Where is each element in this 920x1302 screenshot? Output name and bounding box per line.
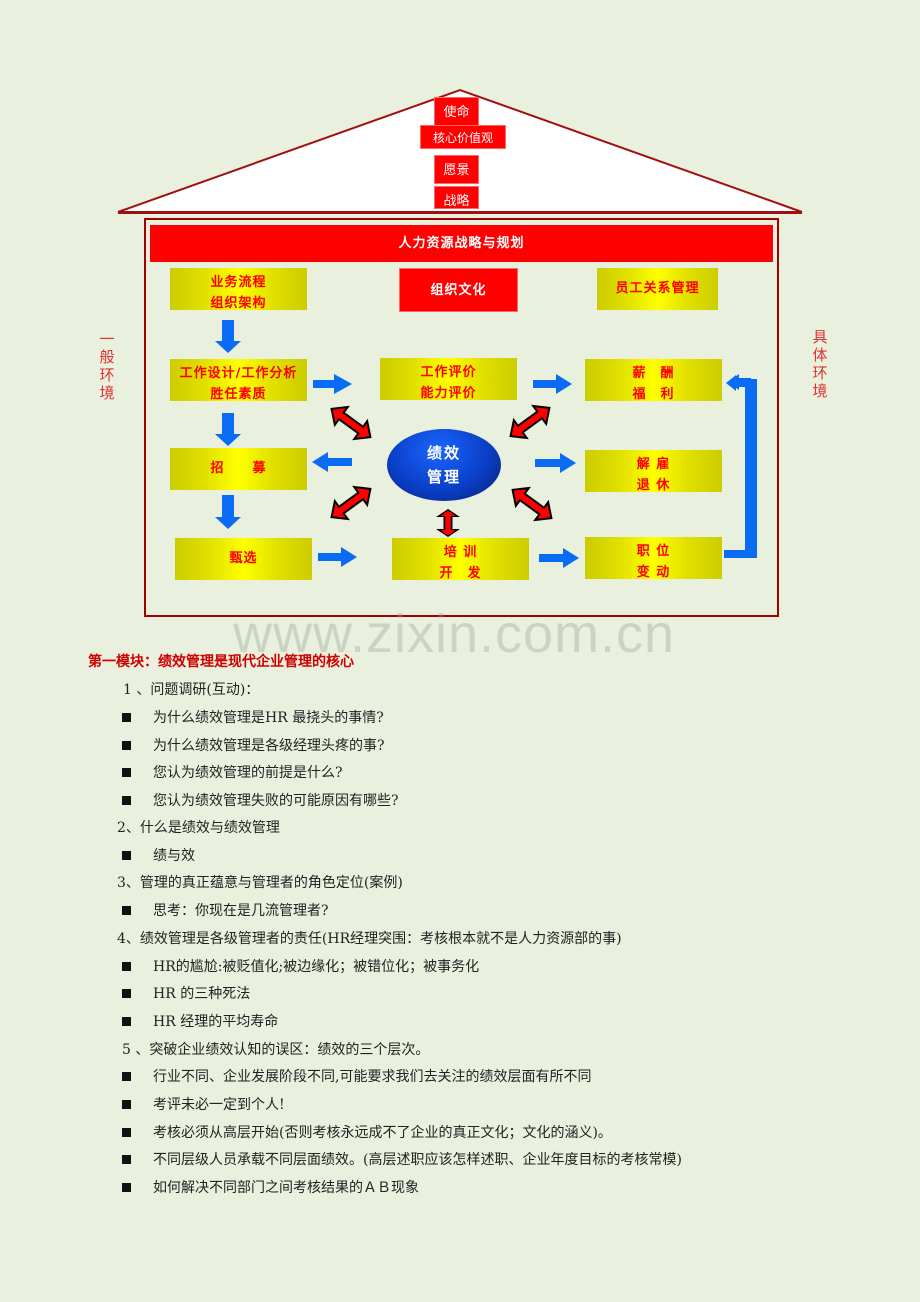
box-line: 甄选 <box>229 551 258 566</box>
house-body-frame <box>144 218 779 617</box>
specific-environment-label: 具体环境 <box>812 328 828 400</box>
general-environment-label: 一般环境 <box>99 330 115 402</box>
down-arrow-icon <box>215 320 241 529</box>
numbered-heading: 2、什么是绩效与绩效管理 <box>117 820 280 836</box>
box-line: 开 发 <box>439 566 482 580</box>
bullet-icon <box>122 906 131 915</box>
box-line: 组织架构 <box>210 296 267 310</box>
box-line: 培 训 <box>443 545 478 560</box>
roof-item-mission: 使命 <box>434 97 479 126</box>
bullet-item: 如何解决不同部门之间考核结果的ＡＢ现象 <box>153 1180 419 1196</box>
bullet-icon <box>122 1128 131 1137</box>
box-line: 工作设计/工作分析 <box>179 366 298 381</box>
bullet-item: 行业不同、企业发展阶段不同,可能要求我们去关注的绩效层面有所不同 <box>153 1069 592 1085</box>
bullet-icon <box>122 796 131 805</box>
bullet-item: 思考：你现在是几流管理者? <box>153 903 329 919</box>
hr-strategy-banner: 人力资源战略与规划 <box>150 225 773 262</box>
double-arrow-icon <box>437 508 459 538</box>
bullet-icon <box>122 1183 131 1192</box>
box-line: 职 位 <box>636 544 671 559</box>
feedback-arrow-icon <box>724 374 757 558</box>
box-line: 解 雇 <box>636 457 671 472</box>
double-arrow-icon <box>324 478 378 528</box>
business-process-box: 业务流程 组织架构 <box>170 268 307 310</box>
org-culture-box: 组织文化 <box>399 268 518 312</box>
bullet-item: HR 的三种死法 <box>153 986 251 1002</box>
bullet-item: 绩与效 <box>153 848 195 864</box>
numbered-heading: 5 、突破企业绩效认知的误区：绩效的三个层次。 <box>122 1042 430 1058</box>
bullet-icon <box>122 1100 131 1109</box>
numbered-heading: 4、绩效管理是各级管理者的责任(HR经理突围：考核根本就不是人力资源部的事) <box>117 931 622 947</box>
recruitment-box: 招 募 <box>170 448 307 490</box>
box-line: 退 休 <box>636 478 671 492</box>
ellipse-line: 绩效 <box>426 444 461 462</box>
roof-item-core-values: 核心价值观 <box>420 125 506 149</box>
roof-item-strategy: 战略 <box>434 186 479 209</box>
section-title: 第一模块：绩效管理是现代企业管理的核心 <box>88 654 354 670</box>
bullet-icon <box>122 713 131 722</box>
bullet-icon <box>122 1155 131 1164</box>
performance-management-ellipse: 绩效 管理 <box>387 429 501 501</box>
box-line: 业务流程 <box>210 275 267 290</box>
numbered-heading: 3、管理的真正蕴意与管理者的角色定位(案例) <box>117 875 403 891</box>
left-arrow-icon <box>312 452 352 472</box>
double-arrow-icon <box>503 397 557 447</box>
watermark: www.zixin.com.cn <box>233 604 676 664</box>
roof-item-vision: 愿景 <box>434 155 479 184</box>
employee-relations-box: 员工关系管理 <box>597 268 718 310</box>
training-box: 培 训 开 发 <box>392 538 529 580</box>
box-line: 福 利 <box>632 387 675 401</box>
house-roof <box>117 88 803 214</box>
bullet-item: 不同层级人员承载不同层面绩效。(高层述职应该怎样述职、企业年度目标的考核常模) <box>153 1152 682 1168</box>
box-line: 能力评价 <box>420 386 477 400</box>
bullet-item: 您认为绩效管理失败的可能原因有哪些? <box>153 793 399 809</box>
ellipse-line: 管理 <box>426 468 461 486</box>
bullet-icon <box>122 851 131 860</box>
bullet-item: 为什么绩效管理是HR 最挠头的事情? <box>153 710 384 726</box>
bullet-item: HR 经理的平均寿命 <box>153 1014 279 1030</box>
double-arrow-icon <box>505 479 559 529</box>
numbered-heading: 1 、问题调研(互动)： <box>123 682 260 698</box>
job-transfer-box: 职 位 变 动 <box>585 537 722 579</box>
box-line: 变 动 <box>636 565 671 579</box>
bullet-item: HR的尴尬:被贬值化;被边缘化；被错位化；被事务化 <box>153 959 480 975</box>
compensation-box: 薪 酬 福 利 <box>585 359 722 401</box>
box-line: 薪 酬 <box>632 366 675 381</box>
diagram-arrows <box>215 320 757 568</box>
box-line: 员工关系管理 <box>615 281 700 296</box>
bullet-icon <box>122 768 131 777</box>
bullet-icon <box>122 989 131 998</box>
job-evaluation-box: 工作评价 能力评价 <box>380 358 517 400</box>
job-design-box: 工作设计/工作分析 胜任素质 <box>170 359 307 401</box>
right-arrow-icon <box>313 374 579 568</box>
bullet-item: 为什么绩效管理是各级经理头疼的事? <box>153 738 385 754</box>
box-line: 招 募 <box>210 461 267 476</box>
box-line: 工作评价 <box>420 365 477 380</box>
double-arrow-icon <box>324 398 378 448</box>
bullet-item: 您认为绩效管理的前提是什么? <box>153 765 343 781</box>
bullet-item: 考评未必一定到个人! <box>153 1097 285 1113</box>
bullet-icon <box>122 962 131 971</box>
selection-box: 甄选 <box>175 538 312 580</box>
bullet-icon <box>122 1017 131 1026</box>
bullet-item: 考核必须从高层开始(否则考核永远成不了企业的真正文化；文化的涵义)。 <box>153 1125 612 1141</box>
box-line: 胜任素质 <box>210 387 267 401</box>
dismissal-box: 解 雇 退 休 <box>585 450 722 492</box>
bullet-icon <box>122 1072 131 1081</box>
bullet-icon <box>122 741 131 750</box>
